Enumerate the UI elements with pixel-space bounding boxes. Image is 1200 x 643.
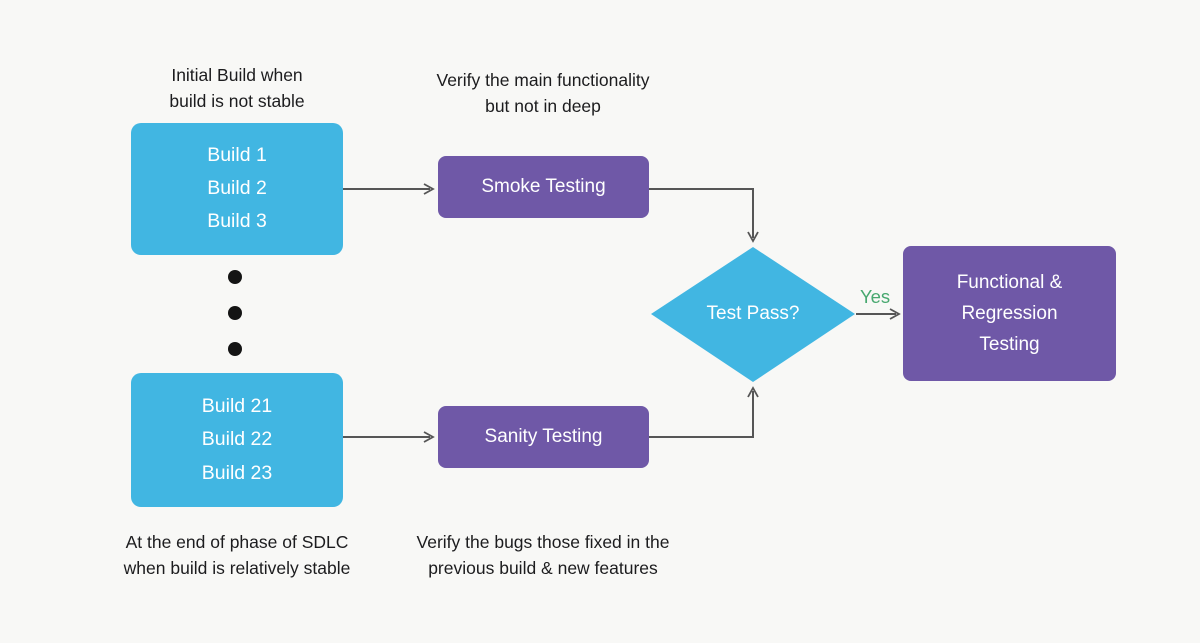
arrowhead-builds-later-to-sanity (423, 431, 435, 443)
build-label: Build 23 (201, 461, 273, 484)
node-builds-later[interactable]: Build 21 Build 22 Build 23 (131, 373, 343, 507)
arrowhead-builds-initial-to-smoke (423, 183, 435, 195)
build-label: Build 2 (207, 177, 267, 200)
node-functional-regression[interactable]: Functional & Regression Testing (903, 246, 1116, 381)
caption-verify-main: Verify the main functionality but not in… (403, 67, 683, 119)
caption-verify-bugs-line1: Verify the bugs those fixed in the (416, 532, 670, 552)
smoke-testing-label: Smoke Testing (481, 176, 606, 197)
decision-diamond-shape[interactable] (651, 247, 855, 382)
caption-sdlc-end-line1: At the end of phase of SDLC (125, 532, 349, 552)
arrowhead-decision-to-functional (889, 308, 901, 320)
ellipsis-dot-2 (228, 306, 242, 320)
arrow-sanity-to-decision (649, 391, 754, 438)
caption-sdlc-end-line2: when build is relatively stable (123, 558, 351, 578)
decision-label: Test Pass? (706, 303, 800, 324)
node-builds-initial[interactable]: Build 1 Build 2 Build 3 (131, 123, 343, 255)
caption-sdlc-end: At the end of phase of SDLC when build i… (77, 529, 397, 581)
ellipsis-dot-3 (228, 342, 242, 356)
caption-verify-bugs-line2: previous build & new features (428, 558, 658, 578)
caption-initial-build-line2: build is not stable (169, 91, 305, 111)
functional-label-line1: Functional & (956, 272, 1063, 293)
functional-label-line3: Testing (979, 334, 1040, 355)
arrowhead-smoke-to-decision (747, 231, 759, 243)
build-label: Build 22 (201, 428, 273, 451)
caption-verify-main-line1: Verify the main functionality (436, 70, 650, 90)
build-label: Build 1 (207, 144, 267, 167)
functional-label-line2: Regression (961, 303, 1058, 324)
ellipsis-dot-1 (228, 270, 242, 284)
node-smoke-testing[interactable]: Smoke Testing (438, 156, 649, 218)
caption-verify-main-line2: but not in deep (485, 96, 601, 116)
arrow-smoke-to-decision (649, 188, 754, 238)
edge-yes-label: Yes (860, 286, 891, 307)
arrowhead-sanity-to-decision (747, 386, 759, 398)
sanity-testing-label: Sanity Testing (484, 426, 603, 447)
caption-verify-bugs: Verify the bugs those fixed in the previ… (383, 529, 703, 581)
node-sanity-testing[interactable]: Sanity Testing (438, 406, 649, 468)
caption-initial-build-line1: Initial Build when (171, 65, 303, 85)
build-label: Build 21 (201, 394, 273, 417)
caption-initial-build: Initial Build when build is not stable (97, 62, 377, 114)
build-label: Build 3 (207, 210, 267, 233)
